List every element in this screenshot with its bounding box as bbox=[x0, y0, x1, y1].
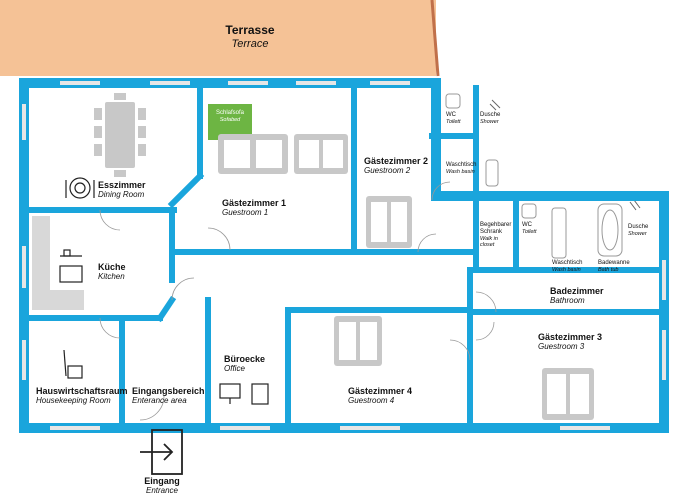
kitchen-floor bbox=[32, 216, 50, 310]
kitchen-icon bbox=[59, 249, 83, 283]
doors bbox=[99, 181, 497, 421]
windows bbox=[22, 81, 666, 430]
guestroom-3-bed bbox=[542, 368, 594, 420]
bathroom-fixtures bbox=[445, 93, 623, 259]
guestroom-4-bed bbox=[334, 316, 382, 366]
terrace-area bbox=[0, 0, 436, 76]
mop-bucket-icon bbox=[63, 349, 83, 379]
dining-table bbox=[94, 93, 146, 177]
computer-printer-icon bbox=[219, 383, 269, 405]
shower-icon bbox=[489, 99, 641, 211]
plate-cutlery-icon bbox=[65, 177, 95, 199]
entrance-arrow-icon bbox=[140, 429, 183, 475]
guestroom-2-bed bbox=[366, 196, 412, 248]
guestroom-1-beds bbox=[218, 134, 348, 174]
terrace-edge bbox=[430, 0, 440, 77]
kitchen-counter bbox=[32, 290, 84, 310]
